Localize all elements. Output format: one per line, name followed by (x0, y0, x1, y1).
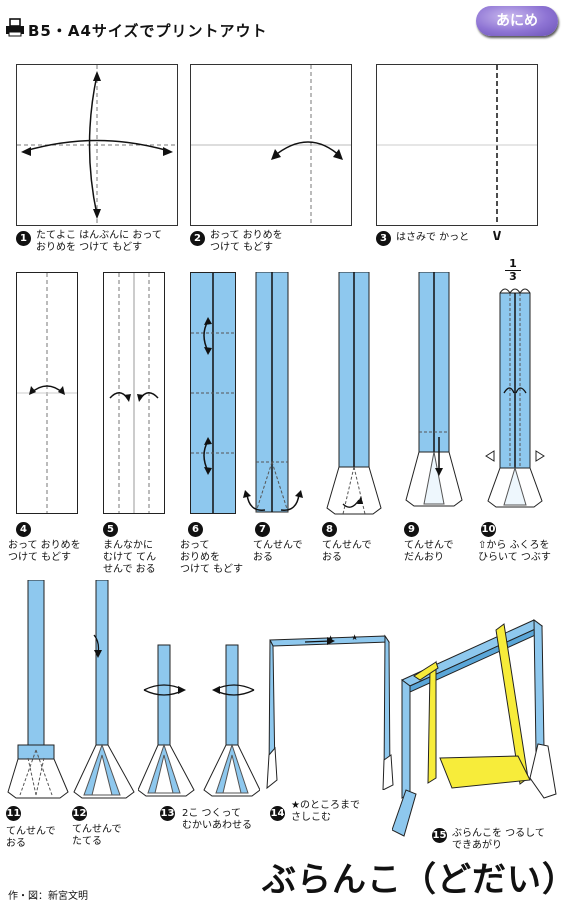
fold-arrows-icon (109, 273, 159, 513)
step-number: 14 (270, 806, 285, 821)
step4-diagram (16, 272, 78, 514)
step-number: 11 (6, 806, 21, 821)
step9-diagram (404, 271, 464, 517)
step-number: 15 (432, 828, 447, 843)
step-number: 6 (188, 522, 203, 537)
step15-swing-diagram (392, 618, 557, 837)
fraction-denominator: 3 (509, 270, 517, 283)
step-caption: ぶらんこを つるして できあがり (452, 828, 545, 851)
step14-diagram (266, 634, 394, 790)
step13-right-diagram (203, 644, 260, 797)
step-number: 7 (255, 522, 270, 537)
scissors-cut-icon (377, 65, 537, 244)
step10-diagram (480, 285, 550, 510)
step11-diagram (7, 580, 69, 799)
folded-strip-icon (485, 288, 545, 508)
step-number: 8 (322, 522, 337, 537)
page-header-title: B5・A4サイズでプリントアウト (28, 22, 268, 40)
fold-arrows-icon (243, 271, 303, 513)
step5-diagram (103, 272, 165, 514)
step-caption: 2こ つくって むかいあわせる (182, 808, 252, 831)
step2-diagram (190, 64, 352, 226)
page-title: ぶらんこ（どだい） (262, 860, 567, 900)
printer-icon (6, 18, 24, 37)
step-caption: てんせんで おる (322, 540, 372, 563)
credit-text: 作・図：新宮文明 (8, 891, 88, 902)
fraction-label: 1 3 (505, 258, 521, 283)
folded-strip-icon (326, 271, 382, 515)
fold-arrows-icon (191, 273, 235, 513)
step-caption: おって おりめを つけて もどす (8, 540, 81, 563)
anime-button[interactable]: あにめ (476, 6, 558, 36)
fold-arrow-icon (191, 65, 351, 225)
step-number: 13 (160, 806, 175, 821)
step3-diagram (376, 64, 538, 244)
step13-left-diagram (138, 644, 195, 797)
step-caption: てんせんで だんおり (404, 540, 454, 563)
fraction-numerator: 1 (509, 257, 517, 270)
step-number: 5 (103, 522, 118, 537)
step-caption: ⇧から ふくろを ひらいて つぶす (478, 540, 551, 563)
step-caption: たてよこ はんぶんに おって おりめを つけて もどす (36, 230, 162, 253)
step-caption: はさみで かっと (396, 232, 470, 243)
step-caption: てんせんで おる (253, 540, 303, 563)
step12-diagram (73, 580, 135, 799)
star-mark: ★ (327, 634, 335, 643)
step-caption: おって おりめを つけて もどす (180, 540, 243, 575)
fold-arrow-icon (17, 273, 77, 513)
step8-diagram (323, 271, 383, 517)
step-number: 2 (190, 231, 205, 246)
folded-strip-icon (405, 271, 463, 507)
step-number: 10 (481, 522, 496, 537)
star-mark: ★ (351, 633, 359, 642)
step-number: 12 (72, 806, 87, 821)
fold-arrows-icon (17, 65, 177, 225)
step6-diagram (190, 272, 236, 514)
step-caption: まんなかに むけて てん せんで おる (103, 540, 157, 575)
step-number: 3 (376, 231, 391, 246)
step1-diagram (16, 64, 178, 226)
step-caption: てんせんで おる (6, 826, 56, 849)
step-number: 1 (16, 231, 31, 246)
step-number: 4 (16, 522, 31, 537)
step7-diagram (243, 271, 303, 517)
step-number: 9 (404, 522, 419, 537)
step-caption: ★のところまで さしこむ (291, 800, 360, 823)
step-caption: おって おりめを つけて もどす (210, 230, 283, 253)
step-caption: てんせんで たてる (72, 824, 122, 847)
